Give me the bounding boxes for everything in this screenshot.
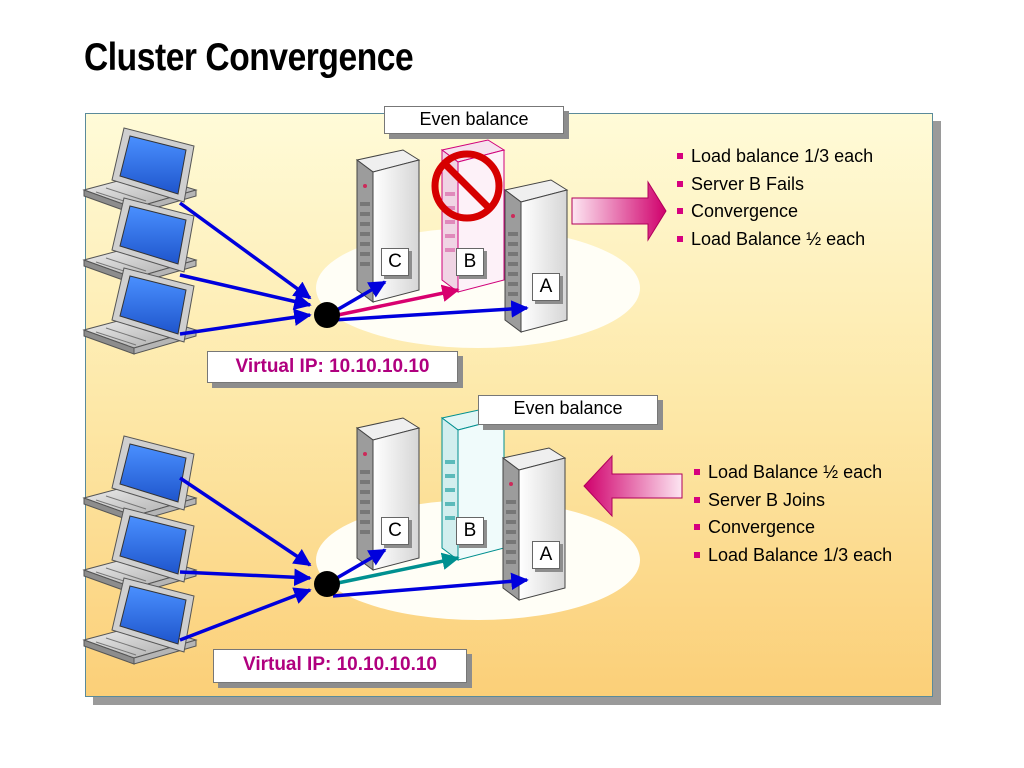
top-client-link-2 — [179, 273, 312, 310]
bottom-convergence-arrow — [583, 454, 683, 518]
slide-title: Cluster Convergence — [84, 36, 414, 79]
bottom-link-to-b — [332, 552, 460, 586]
bottom-server-a-label: A — [532, 541, 560, 569]
bottom-even-balance-label: Even balance — [478, 395, 658, 425]
bottom-client-link-3 — [179, 587, 312, 642]
bottom-client-laptop-3 — [83, 577, 197, 665]
bottom-step-4: Load Balance 1/3 each — [694, 542, 892, 570]
bottom-server-c-icon — [356, 417, 420, 571]
bottom-link-to-a — [332, 572, 529, 598]
bottom-client-laptop-2 — [83, 507, 197, 595]
top-steps-list: Load balance 1/3 each Server B Fails Con… — [677, 143, 873, 253]
top-client-link-3 — [179, 308, 312, 336]
top-step-1: Load balance 1/3 each — [677, 143, 873, 171]
top-link-to-a — [332, 300, 529, 322]
no-entry-icon — [431, 150, 503, 222]
top-step-2: Server B Fails — [677, 171, 873, 199]
top-client-laptop-2 — [83, 197, 197, 285]
top-link-to-c — [329, 280, 387, 316]
bottom-step-2: Server B Joins — [694, 487, 892, 515]
top-virtual-ip-node — [314, 302, 340, 328]
top-virtual-ip-label: Virtual IP: 10.10.10.10 — [207, 351, 458, 383]
bottom-steps-list: Load Balance ½ each Server B Joins Conve… — [694, 459, 892, 569]
bottom-client-link-2 — [179, 568, 312, 587]
top-step-4: Load Balance ½ each — [677, 226, 873, 254]
bottom-client-laptop-1 — [83, 435, 197, 523]
bottom-step-3: Convergence — [694, 514, 892, 542]
top-scenario — [83, 127, 667, 355]
bottom-server-a-icon — [502, 447, 566, 601]
top-server-b-label: B — [456, 248, 484, 276]
bottom-virtual-ip-node — [314, 571, 340, 597]
top-client-laptop-1 — [83, 127, 197, 215]
bottom-server-c-label: C — [381, 517, 409, 545]
top-server-a-label: A — [532, 273, 560, 301]
top-client-link-1 — [178, 201, 312, 300]
bottom-step-1: Load Balance ½ each — [694, 459, 892, 487]
bottom-server-b-label: B — [456, 517, 484, 545]
top-even-balance-label: Even balance — [384, 106, 564, 134]
bottom-link-to-c — [329, 548, 387, 584]
top-step-3: Convergence — [677, 198, 873, 226]
top-server-c-label: C — [381, 248, 409, 276]
top-link-to-b — [332, 284, 460, 318]
top-client-laptop-3 — [83, 267, 197, 355]
top-server-c-icon — [356, 149, 420, 303]
bottom-client-link-1 — [179, 476, 312, 567]
bottom-virtual-ip-label: Virtual IP: 10.10.10.10 — [213, 649, 467, 683]
top-convergence-arrow — [571, 180, 667, 242]
